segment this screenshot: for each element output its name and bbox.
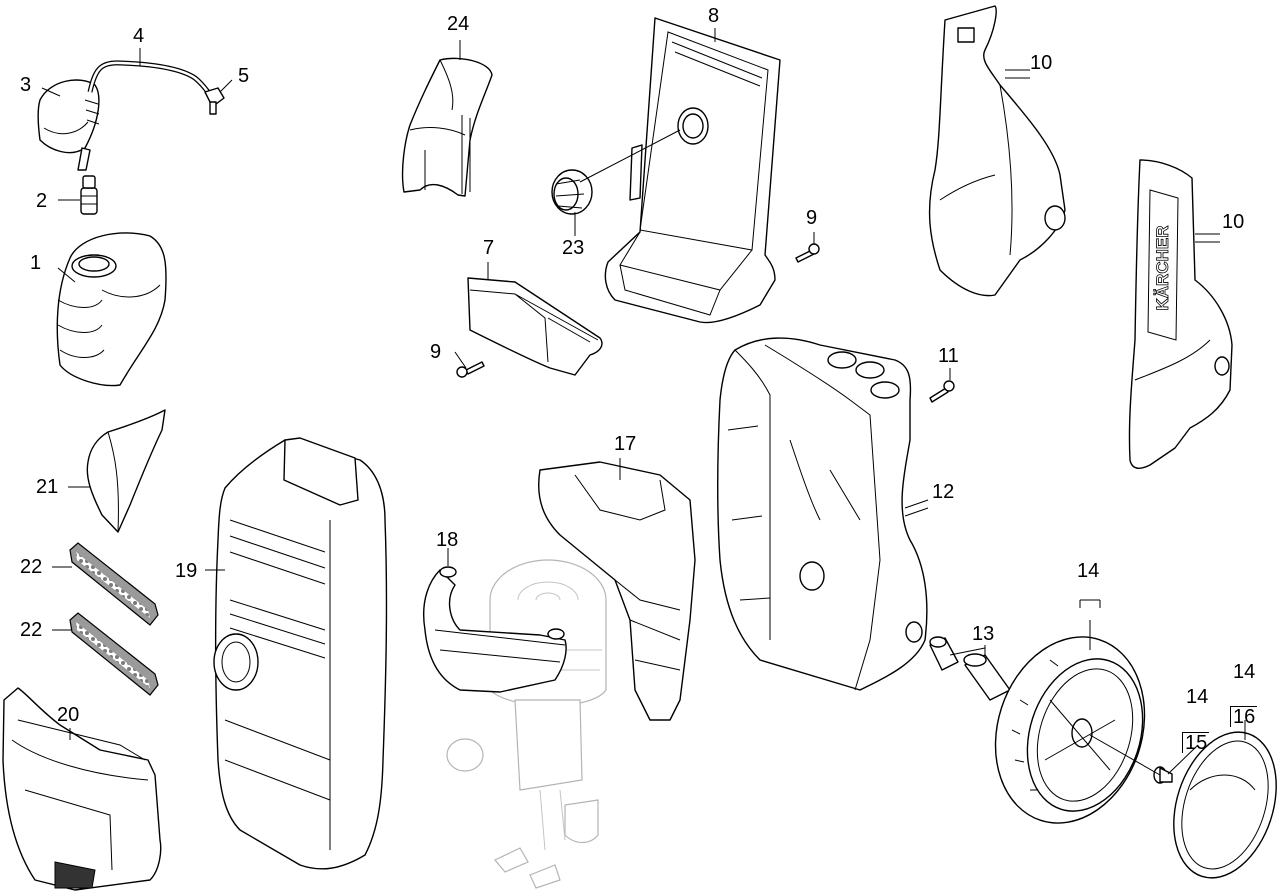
callout-3: 3 — [20, 74, 32, 96]
callout-14-wheel: 14 — [1077, 560, 1100, 582]
part-10-side-cover-upper — [928, 5, 1066, 297]
part-3-cap — [37, 79, 100, 171]
callout-2: 2 — [36, 190, 48, 212]
part-17-inner-frame — [538, 461, 696, 721]
callout-22-lower: 22 — [20, 619, 43, 641]
part-9-screw-lower — [456, 361, 485, 378]
callout-10-lower: 10 — [1222, 211, 1245, 233]
callout-5: 5 — [238, 65, 250, 87]
callout-22-upper: 22 — [20, 556, 43, 578]
part-18-motor-clamp — [423, 566, 567, 693]
callout-24: 24 — [447, 13, 470, 35]
callout-4: 4 — [133, 25, 145, 47]
part-21-small-cover — [86, 409, 166, 533]
callout-19: 19 — [175, 560, 198, 582]
callout-13: 13 — [972, 623, 995, 645]
part-23-knob — [551, 169, 593, 215]
part-24-hose-guide — [401, 57, 493, 197]
part-13-axle-sleeves — [929, 636, 1011, 701]
callout-10-upper: 10 — [1030, 52, 1053, 74]
part-16-hub-cap — [1173, 731, 1277, 879]
part-12-main-housing — [717, 337, 928, 691]
part-9-screw-upper — [795, 243, 820, 263]
part-15-axle-pin — [1153, 766, 1173, 784]
callout-21: 21 — [36, 476, 59, 498]
callout-11: 11 — [938, 345, 959, 367]
part-7-accessory-tray — [467, 277, 603, 376]
brand-lettering: KÄRCHER — [1153, 226, 1172, 311]
callout-15: 15 — [1182, 732, 1210, 753]
part-4-suction-hose — [87, 60, 210, 94]
part-8-frame — [604, 17, 781, 324]
callout-12: 12 — [932, 481, 955, 503]
callout-7: 7 — [483, 237, 495, 259]
part-22-vent-grille-upper — [69, 542, 159, 626]
part-14-wheel — [994, 636, 1146, 824]
part-19-front-cover — [213, 437, 388, 870]
callout-17: 17 — [614, 433, 637, 455]
leader-lines — [41, 28, 1246, 776]
part-1-detergent-tank — [56, 232, 167, 387]
part-10-side-cover-branded — [1128, 159, 1233, 469]
part-5-connector — [204, 87, 225, 115]
callout-1: 1 — [30, 252, 42, 274]
callout-9-lower: 9 — [430, 341, 442, 363]
motor-pump-assembly-background — [446, 559, 607, 889]
callout-14-pin: 14 — [1186, 686, 1209, 708]
part-22-vent-grille-lower — [69, 612, 159, 696]
part-20-rear-cover — [2, 687, 162, 891]
callout-20: 20 — [57, 704, 80, 726]
callout-14-cap: 14 — [1233, 661, 1256, 683]
callout-18: 18 — [436, 529, 459, 551]
part-2-filter — [80, 175, 98, 215]
callout-9-upper: 9 — [806, 207, 818, 229]
part-11-screw — [929, 380, 955, 403]
callout-8: 8 — [708, 5, 720, 27]
callout-16: 16 — [1230, 706, 1258, 727]
callout-23: 23 — [562, 237, 585, 259]
